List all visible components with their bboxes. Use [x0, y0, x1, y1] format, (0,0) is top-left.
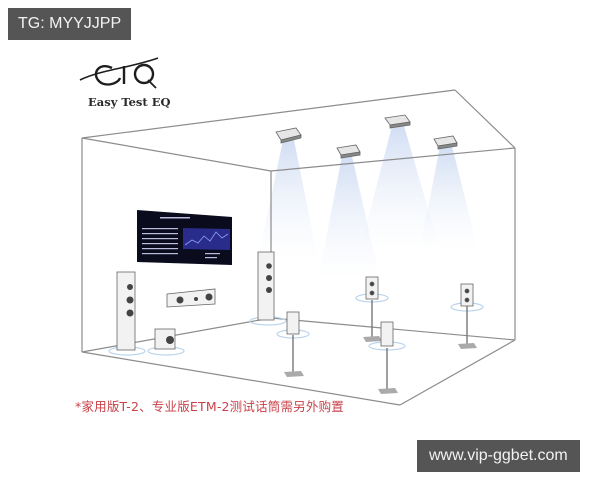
watermark-bottom-right[interactable]: www.vip-ggbet.com	[417, 440, 580, 472]
stand-speaker-icon	[286, 311, 300, 335]
ceiling-speaker-icon	[336, 144, 361, 159]
measurement-display	[137, 210, 232, 265]
footnote: *家用版T-2、专业版ETM-2测试话筒需另外购置	[75, 399, 344, 414]
eq-logo-icon	[79, 57, 159, 89]
center-speaker	[166, 288, 216, 308]
front-right-tower-speaker	[257, 251, 275, 321]
watermark-top-left: TG: MYYJJPP	[8, 8, 132, 40]
subwoofer	[154, 328, 176, 350]
front-left-tower-speaker	[116, 271, 136, 351]
ceiling-speakers	[275, 114, 458, 159]
ceiling-speaker-icon	[384, 114, 411, 129]
ceiling-speaker-icon	[275, 127, 302, 144]
stand-speakers	[292, 300, 468, 389]
stand-speaker-icon	[380, 321, 394, 347]
stand-bases	[284, 336, 477, 394]
light-beams	[258, 126, 478, 280]
stand-speaker-icon	[365, 276, 379, 300]
brand-name: Easy Test EQ	[88, 95, 171, 109]
stand-speaker-icon	[460, 283, 474, 307]
ceiling-speaker-icon	[433, 135, 458, 150]
